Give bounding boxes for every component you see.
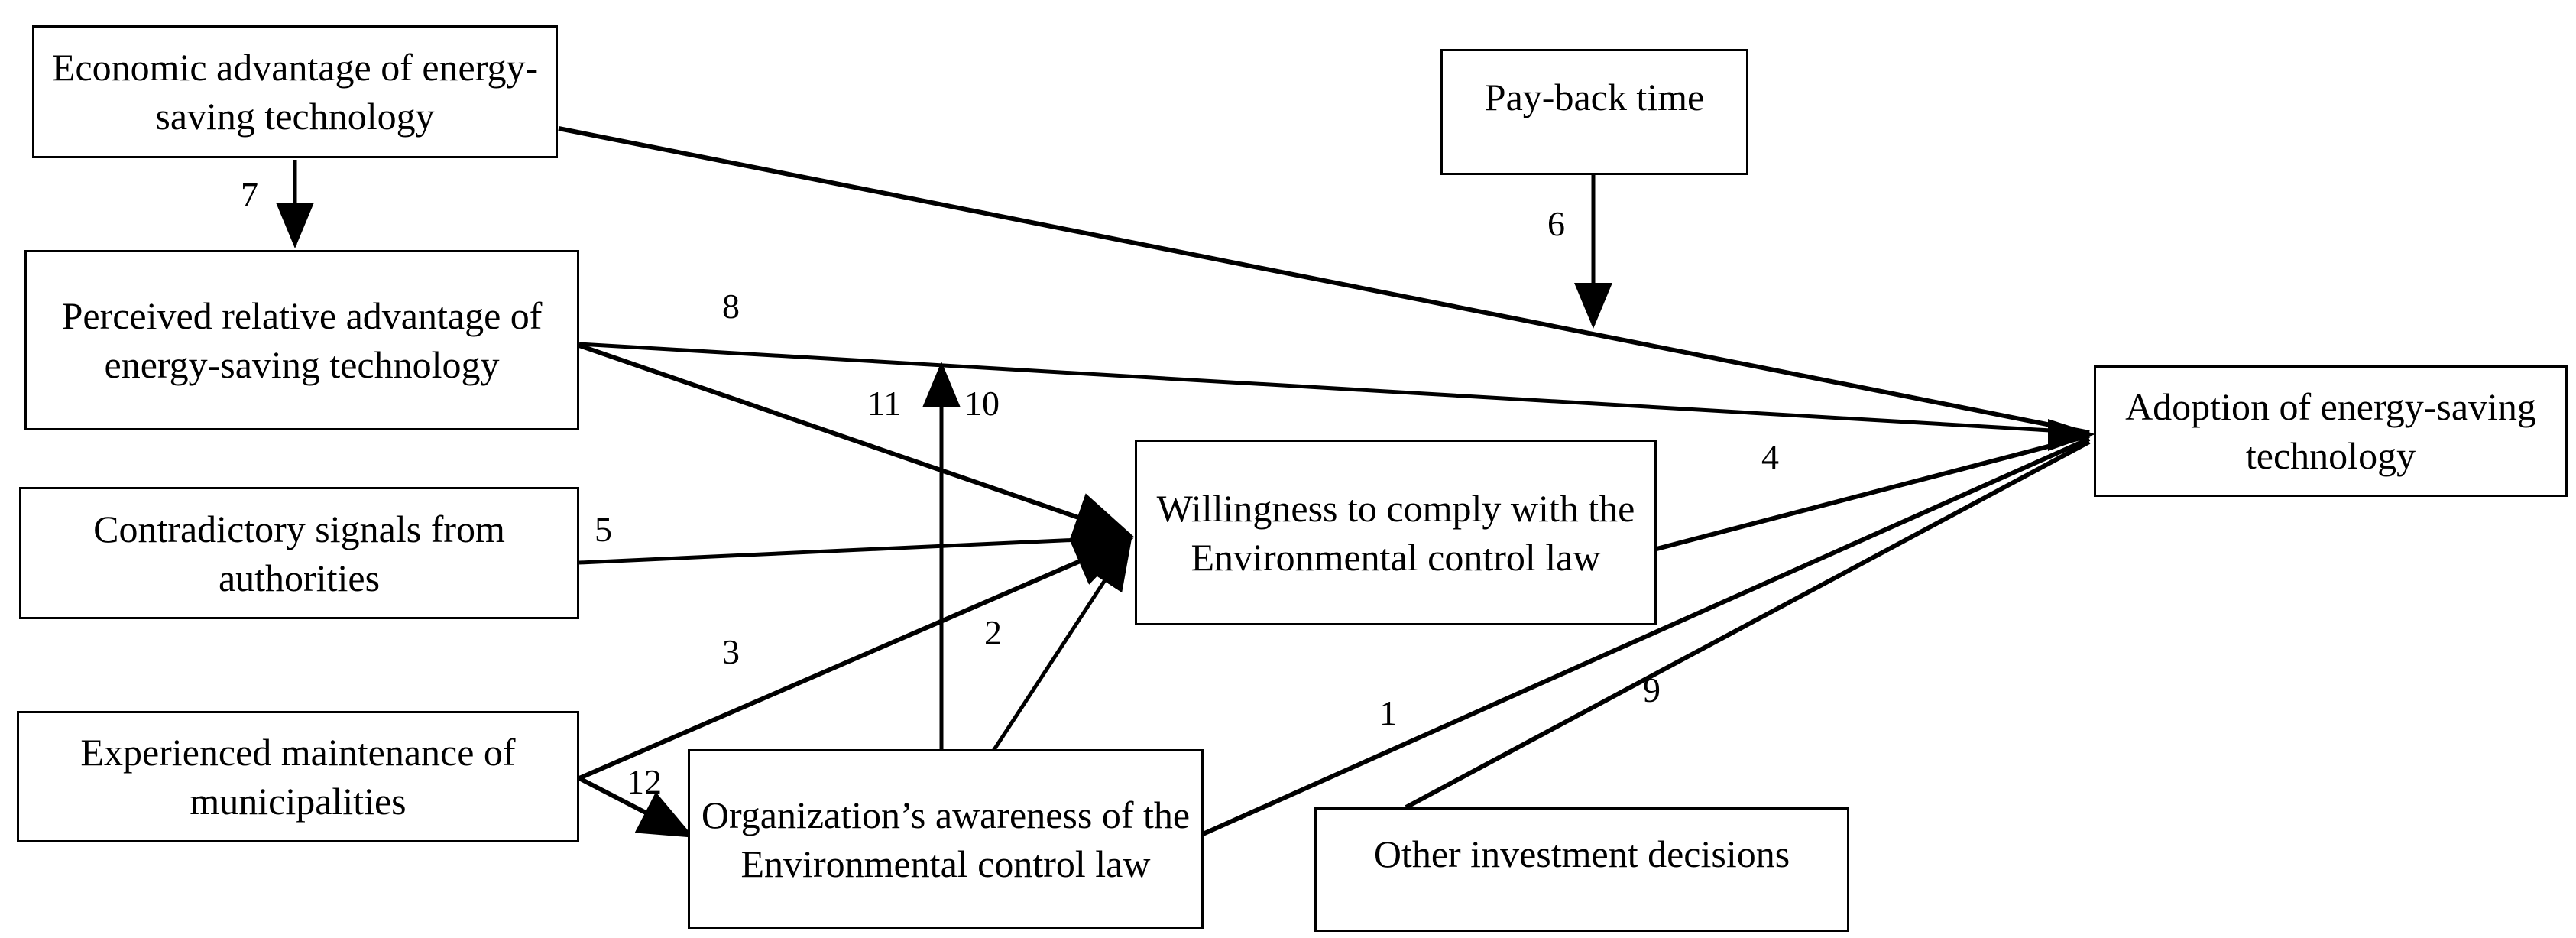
node-willingness-to-comply[interactable]: Willingness to comply with the Environme… xyxy=(1135,440,1657,625)
node-other-investment-label: Other investment decisions xyxy=(1373,833,1790,875)
node-other-investment[interactable]: Other investment decisions xyxy=(1314,807,1849,932)
edge-economic-to-adoption-line xyxy=(558,126,2090,435)
edge-label-5: 5 xyxy=(595,510,612,549)
node-experienced-maintenance[interactable]: Experienced maintenance of municipalitie… xyxy=(17,711,579,842)
node-organizations-awareness[interactable]: Organization’s awareness of the Environm… xyxy=(688,749,1204,929)
edge-label-7: 7 xyxy=(241,175,258,214)
edge-label-11: 11 xyxy=(867,384,902,423)
edge-label-12: 12 xyxy=(627,762,662,801)
edge-3-line xyxy=(578,537,1134,781)
node-perceived-relative-label: Perceived relative advantage of energy-s… xyxy=(61,294,543,386)
node-adoption-label: Adoption of energy-saving technology xyxy=(2125,385,2536,477)
edge-2-line xyxy=(991,539,1132,752)
node-payback-time-label: Pay-back time xyxy=(1484,76,1705,118)
edge-label-8: 8 xyxy=(722,287,740,326)
edge-4-line xyxy=(1656,433,2090,551)
node-economic-advantage[interactable]: Economic advantage of energy-saving tech… xyxy=(32,25,558,158)
edge-label-9: 9 xyxy=(1643,670,1661,709)
edge-label-10: 10 xyxy=(964,384,1000,423)
node-perceived-relative[interactable]: Perceived relative advantage of energy-s… xyxy=(24,250,579,430)
node-payback-time[interactable]: Pay-back time xyxy=(1440,49,1748,175)
edge-label-2: 2 xyxy=(984,613,1002,652)
node-organizations-awareness-label: Organization’s awareness of the Environm… xyxy=(701,793,1191,885)
edge-label-3: 3 xyxy=(722,632,740,671)
node-willingness-to-comply-label: Willingness to comply with the Environme… xyxy=(1156,486,1635,579)
node-economic-advantage-label: Economic advantage of energy-saving tech… xyxy=(51,46,539,138)
edge-label-4: 4 xyxy=(1761,437,1779,476)
adoption-arrowhead xyxy=(2048,419,2095,451)
node-contradictory-signals[interactable]: Contradictory signals from authorities xyxy=(19,487,579,619)
edge-8-line xyxy=(578,342,2090,435)
edge-label-6: 6 xyxy=(1547,204,1565,243)
node-adoption[interactable]: Adoption of energy-saving technology xyxy=(2094,365,2568,497)
node-contradictory-signals-label: Contradictory signals from authorities xyxy=(93,507,505,599)
edge-11-line xyxy=(578,343,1134,541)
edge-5-line xyxy=(578,518,1133,565)
node-experienced-maintenance-label: Experienced maintenance of municipalitie… xyxy=(80,731,516,823)
edge-label-1: 1 xyxy=(1379,693,1397,732)
